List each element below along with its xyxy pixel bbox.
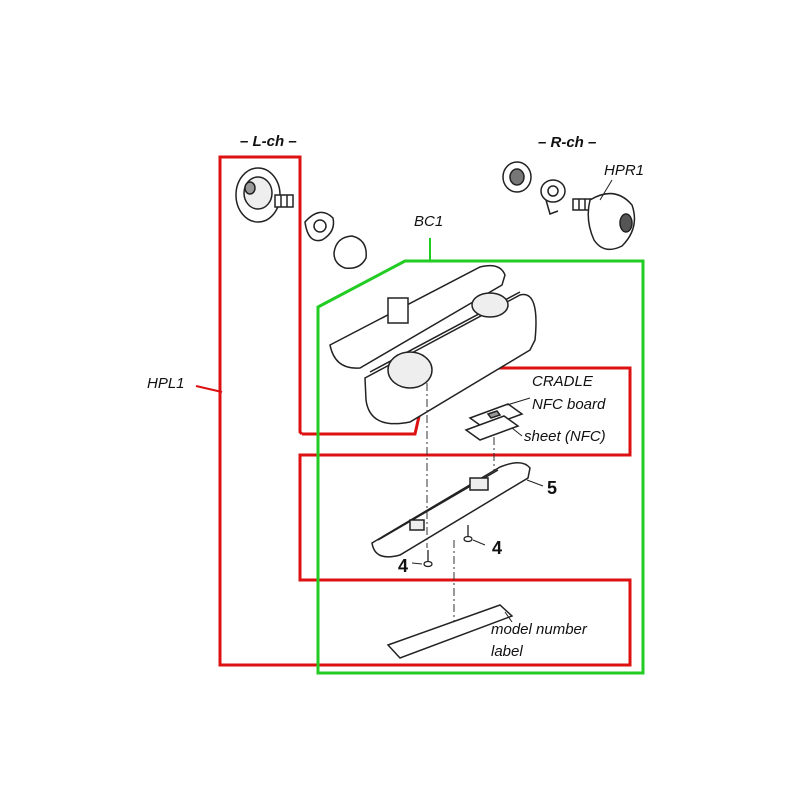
hpr1-leader bbox=[599, 179, 613, 201]
bottom-cover-drawing bbox=[371, 462, 531, 558]
right-ear-fin-drawing bbox=[540, 179, 566, 215]
model-label-leader bbox=[504, 611, 513, 623]
model-number-label-drawing bbox=[386, 604, 514, 659]
model-number-label-line2: label bbox=[491, 643, 523, 660]
left-ear-tip-drawing bbox=[333, 235, 367, 270]
left-ear-fin-drawing bbox=[304, 211, 335, 242]
right-ear-tip-drawing bbox=[502, 161, 532, 193]
cradle-leader bbox=[506, 397, 531, 406]
charging-case-drawing bbox=[329, 264, 537, 425]
screw-right-leader bbox=[472, 539, 486, 546]
left-channel-header: – L-ch – bbox=[240, 133, 297, 150]
hpr1-label: HPR1 bbox=[604, 162, 645, 179]
hpl1-leader bbox=[195, 385, 223, 393]
cradle-label: CRADLE bbox=[532, 373, 593, 390]
sheet-leader bbox=[511, 427, 523, 437]
bc1-label: BC1 bbox=[414, 213, 444, 230]
nfc-board-label: NFC board bbox=[532, 396, 606, 413]
hpl1-label: HPL1 bbox=[147, 375, 185, 392]
screw-right-drawing bbox=[463, 525, 473, 543]
screw-left-leader bbox=[411, 562, 423, 565]
screw-left-drawing bbox=[423, 550, 433, 568]
bc1-group-outline bbox=[316, 259, 645, 675]
right-earbud-drawing bbox=[572, 192, 636, 251]
left-earbud-drawing bbox=[235, 167, 294, 223]
screw-4-right-number: 4 bbox=[492, 538, 503, 558]
part5-leader bbox=[526, 479, 544, 487]
part-5-number: 5 bbox=[547, 478, 558, 498]
screw-4-left-number: 4 bbox=[398, 556, 409, 576]
right-channel-header: – R-ch – bbox=[538, 134, 597, 151]
nfc-sheet-drawing bbox=[464, 415, 520, 441]
model-number-label-line1: model number bbox=[491, 621, 587, 638]
sheet-nfc-label: sheet (NFC) bbox=[524, 428, 606, 445]
assembly-guide-lines bbox=[426, 383, 495, 622]
